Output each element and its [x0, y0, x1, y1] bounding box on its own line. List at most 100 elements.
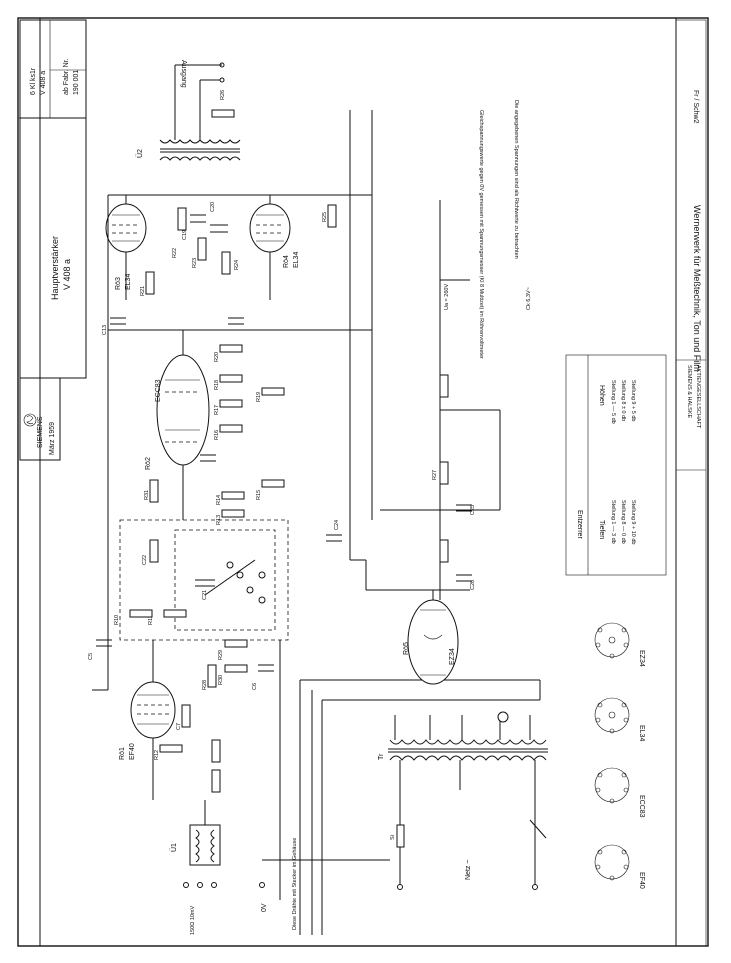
r19-label: R19: [256, 392, 262, 402]
notes: Gleichspannungswerte gegen 0V gemessen m…: [478, 100, 519, 359]
coupling-caps: C13: [102, 317, 244, 335]
eq-title: Entzerrer: [576, 510, 583, 539]
resistor-r18: [219, 374, 243, 383]
r18-label: R18: [214, 380, 220, 390]
r12-label: R12: [154, 750, 160, 760]
r24-label: R24: [234, 260, 240, 270]
code1-text: 6 Kl ks1r: [30, 67, 37, 95]
resistor-r6: [211, 739, 221, 763]
mains-terminal-1: [397, 884, 403, 890]
mains-section: Si Netz ~: [390, 760, 547, 890]
equalizer-table: Entzerrer Tiefen Stellung 1 — 3 db Stell…: [565, 354, 667, 576]
date-text: März 1959: [49, 422, 56, 455]
resistor-r25: [327, 204, 337, 228]
title-text: Hauptverstärker: [50, 236, 60, 300]
r29-label: R29: [218, 650, 224, 660]
c26-label: C26: [470, 580, 476, 590]
resistor-r19: [261, 387, 285, 396]
resistor-r26: [211, 109, 235, 118]
resistor-r10: [129, 609, 153, 618]
resistor-r22: [177, 207, 187, 231]
c19-label: C19: [182, 230, 188, 240]
resistor-r13: [221, 509, 245, 518]
pinout-el34: EL34: [594, 697, 645, 741]
eq-hohen-title: Höhen: [598, 385, 605, 406]
output-transformer: Ü2 Ausgang R26: [136, 60, 241, 161]
resistor-r21: [145, 271, 155, 295]
output-stage-components: R21 R22 R23 R24 R25 C19 C20: [140, 202, 337, 296]
note2: Die angegebenen Spannungen sind als Rich…: [513, 100, 519, 259]
equalizer-network: C22 R10 R11 C21: [114, 519, 289, 641]
misc-wiring: [92, 195, 541, 825]
input-terminal-2: [197, 882, 203, 888]
resistor-r7: [211, 769, 221, 793]
ro5-label: Rö5: [403, 642, 410, 655]
ro2-type: ECC83: [155, 379, 162, 402]
netz-label: Netz ~: [465, 860, 472, 880]
capacitor-c7: [181, 704, 191, 728]
ro1-label: Rö1: [119, 747, 126, 760]
fabr-number: 190 001: [73, 70, 80, 95]
r21-label: R21: [140, 286, 146, 296]
pinout-ef40-label: EF40: [638, 872, 645, 889]
driver-stage-components: R13 R14 R15 R16 R17 R18 R19 R20 R31: [144, 344, 285, 525]
c21-label: C21: [202, 590, 208, 600]
drawn-text: Fr / Schw2: [692, 90, 699, 124]
r15-label: R15: [256, 490, 262, 500]
code2-text: V 408 a: [40, 71, 47, 95]
ro5-type: EZ34: [449, 648, 456, 665]
pinout-el34-label: EL34: [638, 725, 645, 741]
eq-hohen-1: Stellung 1 — 5 db: [610, 380, 616, 424]
ro4-label: Rö4: [283, 255, 290, 268]
company2-text: AKTIENGESELLSCHAFT: [695, 365, 701, 429]
r11-label: R11: [148, 615, 154, 625]
pinout-ecc83-label: ECC83: [638, 795, 645, 818]
power-transformer: Tr: [378, 711, 548, 790]
resistor-r23: [197, 237, 207, 261]
pinout-ecc83: ECC83: [594, 767, 645, 818]
ro1-type: EF40: [129, 743, 136, 760]
company1-text: SIEMENS & HALSKE: [686, 365, 692, 419]
fuse-si: [396, 824, 405, 848]
r14-label: R14: [216, 495, 222, 505]
eq-hohen-3: Stellung 9 + 5 db: [630, 380, 636, 421]
input-imp-label: 150Ω 10mV: [190, 905, 196, 935]
mains-terminal-2: [532, 884, 538, 890]
eq-tiefen-3: Stellung 9 + 10 db: [630, 500, 636, 545]
resistor-r31: [149, 479, 159, 503]
tube-ro5: Rö5 EZ34: [403, 599, 459, 685]
input-stage-components: C5 C7 C6 R28 R29 R30 R12: [88, 639, 274, 793]
ro2-label: Rö2: [145, 457, 152, 470]
si-label: Si: [390, 835, 396, 840]
r25-label: R25: [322, 212, 328, 222]
r26-label: R26: [220, 90, 226, 100]
ro3-label: Rö3: [115, 277, 122, 290]
ro4-type: EL34: [293, 252, 300, 268]
bus-lines: [108, 110, 540, 935]
r20-label: R20: [214, 352, 220, 362]
r27-label: R27: [432, 470, 438, 480]
company-strip: Fr / Schw2 Wernerwerk für Meßtechnik, To…: [675, 19, 707, 947]
ausgang-label: Ausgang: [180, 60, 187, 88]
c24-label: C24: [334, 520, 340, 530]
equalizer-switch: [204, 559, 266, 604]
eq-tiefen-2: Stellung 8 — 0 db: [620, 500, 626, 544]
supply-ua-label: Ua = 260V: [444, 284, 450, 310]
resistor-r12: [159, 744, 183, 753]
capacitor-c22: [149, 539, 159, 563]
r28-label: R28: [202, 680, 208, 690]
pinout-ez34-label: EZ34: [638, 650, 645, 667]
tr-label: Tr: [378, 753, 385, 760]
resistor-r27: [439, 461, 449, 485]
ro3-type: EL34: [125, 274, 132, 290]
resistor-r30: [224, 664, 248, 673]
supply-components: R27 C25 C26 C24 Ua = 260V Ck 6,3V~: [326, 284, 532, 590]
ov-terminal: [259, 882, 265, 888]
ov-label: 0V: [261, 903, 268, 912]
r22-label: R22: [172, 248, 178, 258]
siemens-logo: [23, 413, 37, 427]
c7-label: C7: [176, 723, 182, 730]
input-transformer: Ü1 150Ω 10mV 0V Diese Drähte mit Stecker…: [170, 824, 298, 935]
pinout-ez34: EZ34: [594, 622, 645, 667]
